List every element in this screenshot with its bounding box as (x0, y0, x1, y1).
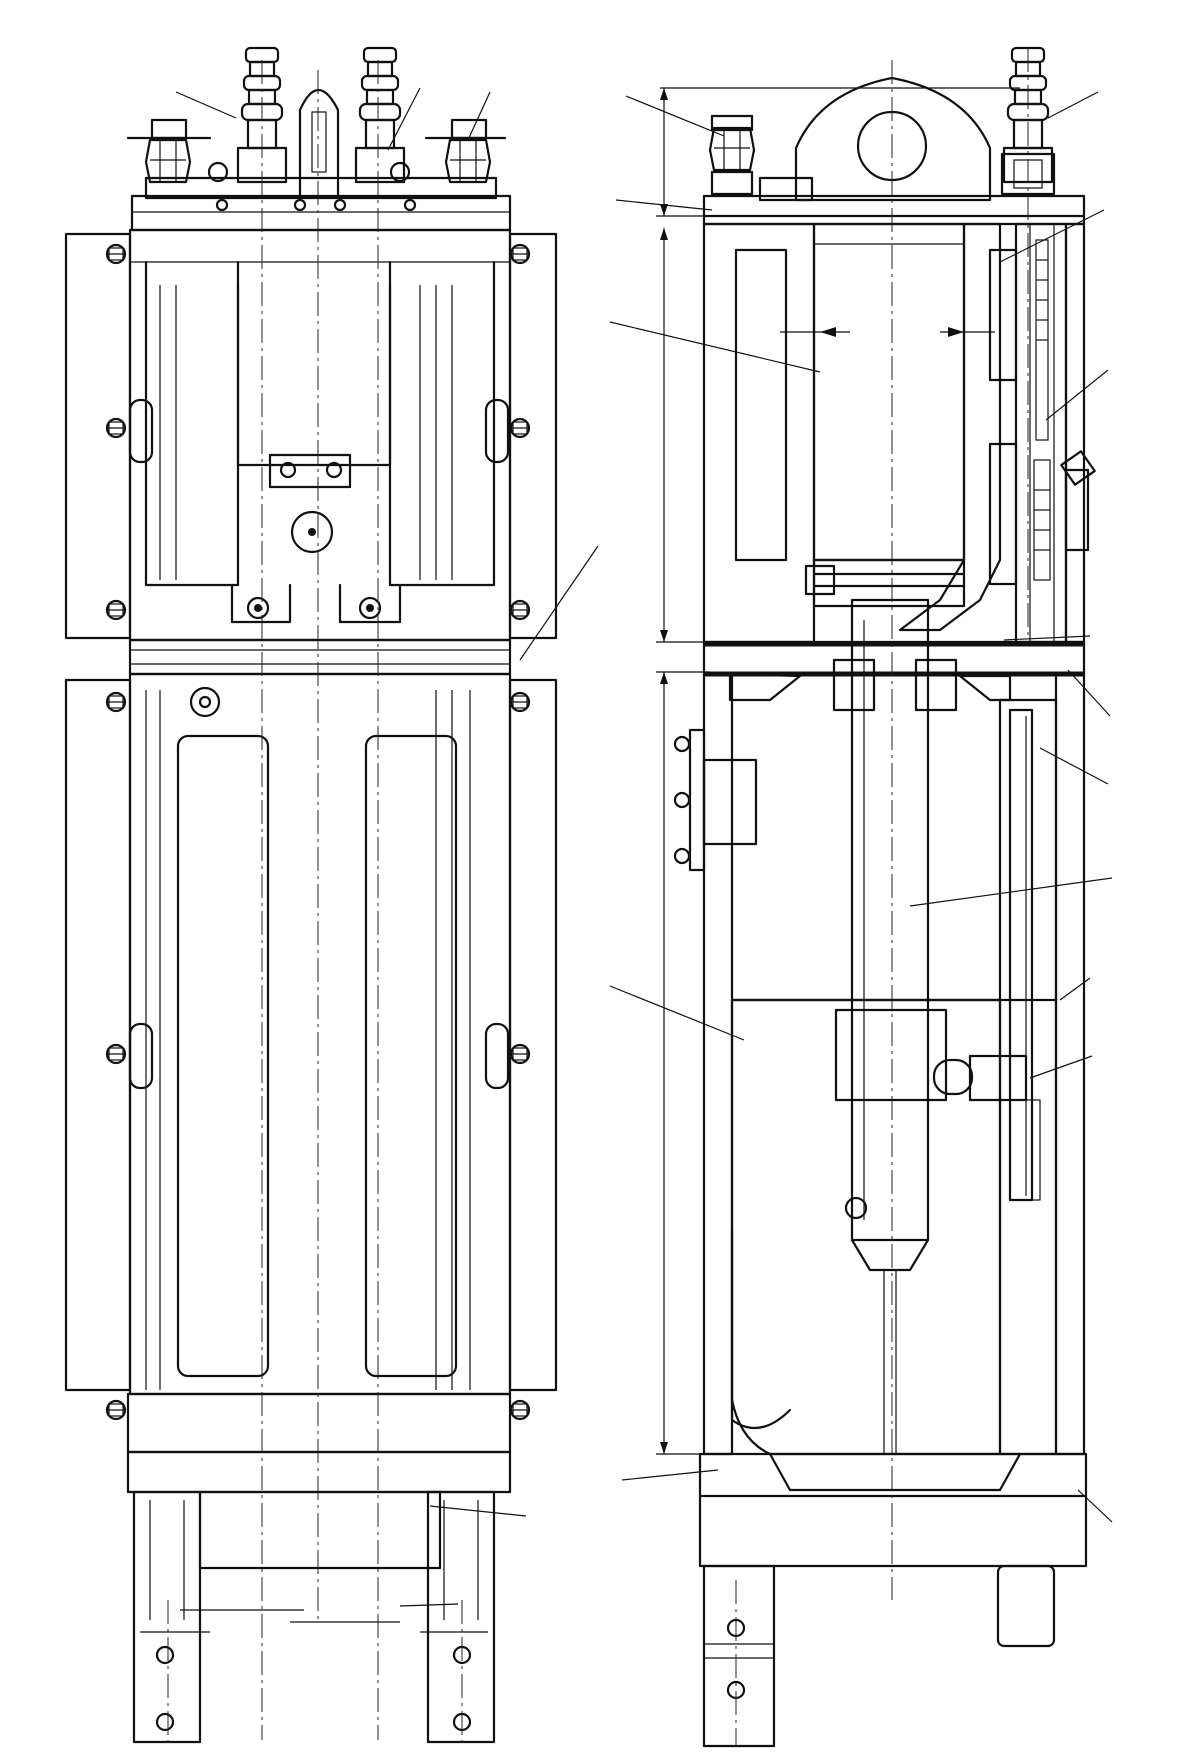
nut-left-top (144, 138, 192, 184)
upper-cylinder-section (702, 222, 1096, 644)
leg-section (702, 1564, 776, 1748)
knurled-knob-icon (189, 686, 221, 718)
middle-flange-section (702, 640, 1086, 712)
lifting-eye-section (794, 76, 992, 202)
dimension-lines (656, 87, 1020, 1455)
base-section (698, 1452, 1088, 1748)
base-front (126, 1392, 512, 1744)
lower-housing-front (64, 672, 558, 1421)
leg-right-front (426, 1490, 496, 1744)
upper-housing-front (64, 228, 558, 642)
lifting-eye-front (298, 89, 340, 198)
nut-right-top (444, 138, 492, 184)
top-cover-section (702, 46, 1086, 226)
piston (812, 558, 966, 608)
nut-section-left (708, 126, 756, 172)
plunger (850, 598, 930, 1242)
lower-cylinder-section (673, 598, 1086, 1456)
longitudinal-section (609, 46, 1113, 1748)
top-cover-left (126, 46, 512, 232)
leader-lines-section (609, 91, 1113, 1523)
front-elevation (64, 46, 599, 1745)
middle-flange-front (128, 638, 512, 676)
leg-left-front (132, 1490, 202, 1744)
hose-fitting-right-a (354, 46, 406, 184)
guide-rod (1008, 708, 1034, 1202)
leader-lines-front (175, 87, 599, 1623)
ram-block (730, 998, 1002, 1456)
